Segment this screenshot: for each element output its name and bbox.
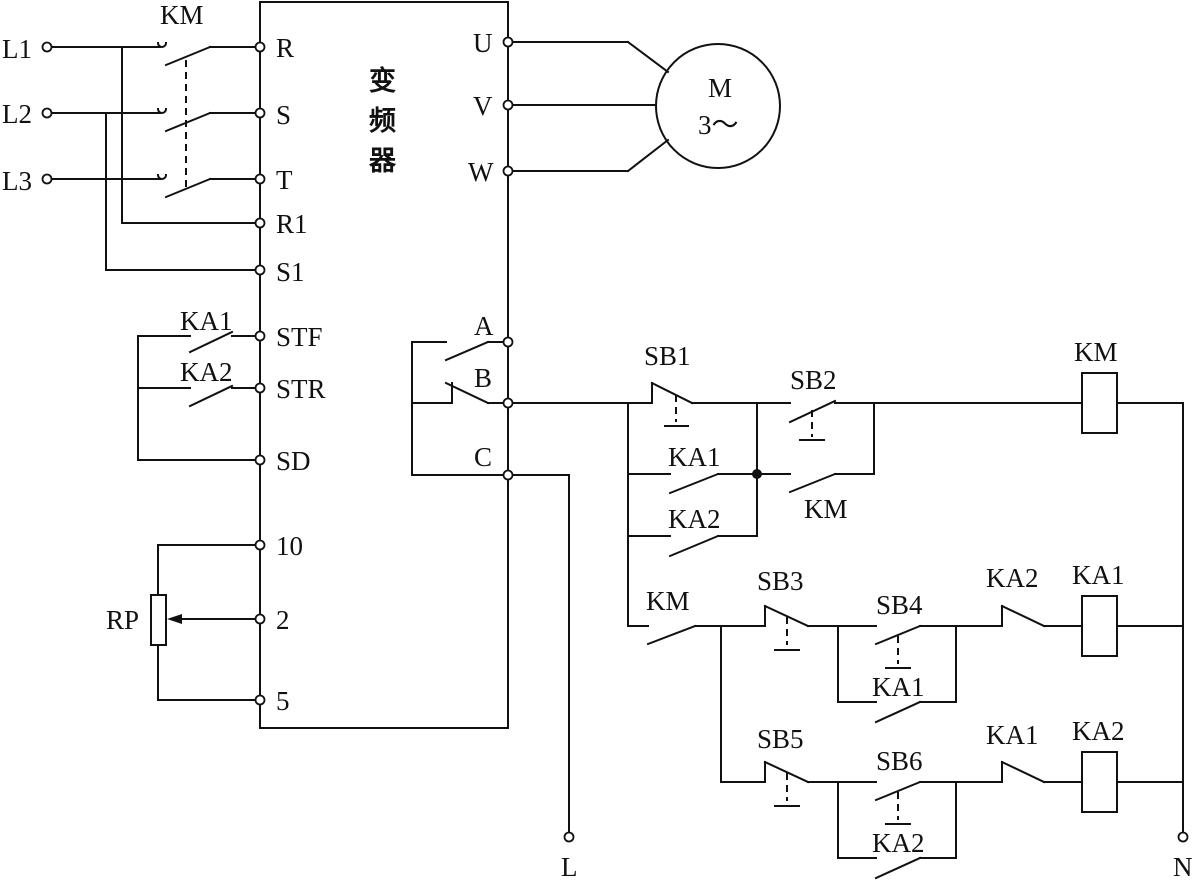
terminal-5	[254, 694, 266, 706]
ka1-hold-label: KA1	[872, 672, 925, 702]
ka2-coil-label: KA2	[1072, 716, 1125, 746]
sb1-label: SB1	[644, 341, 691, 371]
terminal-s1-label: S1	[276, 257, 305, 287]
motor-symbol	[655, 43, 781, 169]
km-coil	[1081, 372, 1118, 434]
terminal-b-label: B	[474, 363, 492, 393]
terminal-c-label: C	[474, 442, 492, 472]
ka1-contact-label: KA1	[180, 306, 233, 336]
terminal-c	[502, 469, 514, 481]
terminal-t	[254, 173, 266, 185]
inverter-title-char-1: 变	[369, 65, 396, 97]
ka2-coil	[1081, 751, 1118, 813]
power-supply-section: L1 L2 L3 KM	[2, 0, 256, 271]
terminal-r	[254, 41, 266, 53]
ka2-hold-label: KA2	[872, 828, 925, 858]
inverter-title-char-2: 频	[369, 106, 396, 137]
sb4-label: SB4	[876, 590, 923, 620]
terminal-r1	[254, 217, 266, 229]
terminal-stf	[254, 330, 266, 342]
terminal-v	[502, 99, 514, 111]
sb6-label: SB6	[876, 746, 923, 776]
terminal-str	[254, 382, 266, 394]
motor-label: M	[708, 73, 732, 103]
km-series-label: KM	[646, 586, 690, 616]
terminal-t-label: T	[276, 165, 293, 195]
terminal-10	[254, 539, 266, 551]
km-coil-label: KM	[1074, 337, 1118, 367]
terminal-u-label: U	[473, 28, 493, 58]
terminal-s1	[254, 264, 266, 276]
phase-l1-label: L1	[2, 34, 32, 64]
terminal-r1-label: R1	[276, 209, 308, 239]
terminal-5-label: 5	[276, 686, 290, 716]
terminal-s	[254, 107, 266, 119]
ka2-contact-label: KA2	[180, 357, 233, 387]
phase-l3-label: L3	[2, 166, 32, 196]
line-l-terminal	[563, 831, 575, 843]
terminal-v-label: V	[473, 91, 493, 121]
terminal-a	[502, 336, 514, 348]
sb2-label: SB2	[790, 365, 837, 395]
terminal-str-label: STR	[276, 374, 326, 404]
fault-relay-output: A B C L	[411, 311, 578, 882]
ka1-interlock-label: KA1	[668, 442, 721, 472]
terminal-10-label: 10	[276, 531, 303, 561]
terminal-2	[254, 613, 266, 625]
terminal-s-label: S	[276, 100, 291, 130]
terminal-b	[502, 397, 514, 409]
sb3-label: SB3	[757, 566, 804, 596]
phase-l1-terminal	[41, 41, 53, 53]
motor-spec: 3～	[698, 110, 739, 140]
main-contactor-label: KM	[160, 0, 204, 30]
neutral-n-label: N	[1173, 852, 1193, 882]
inverter-title-char-3: 器	[368, 146, 397, 177]
ka1-coil	[1081, 595, 1118, 657]
control-circuit: SB1 SB2 KM KA1 KA2 KM KM	[512, 337, 1193, 882]
ka2-interlock-label: KA2	[668, 504, 721, 534]
km-hold-label: KM	[804, 494, 848, 524]
sb5-label: SB5	[757, 724, 804, 754]
terminal-a-label: A	[474, 311, 494, 341]
potentiometer-rp: RP	[106, 544, 256, 701]
phase-l2-label: L2	[2, 99, 32, 129]
terminal-w-label: W	[468, 157, 494, 187]
terminal-w	[502, 165, 514, 177]
line-l-label: L	[561, 852, 578, 882]
direction-control-contacts: KA1 KA2	[137, 306, 256, 461]
motor-output-section: U V W M 3～	[468, 28, 781, 187]
terminal-stf-label: STF	[276, 322, 323, 352]
phase-l3-terminal	[41, 173, 53, 185]
phase-l2-terminal	[41, 107, 53, 119]
terminal-sd-label: SD	[276, 446, 311, 476]
inverter-block: 变 频 器	[259, 1, 509, 729]
terminal-sd	[254, 454, 266, 466]
ka1-nc-label: KA1	[986, 720, 1039, 750]
neutral-n-terminal	[1177, 831, 1189, 843]
inverter-left-terminals: R S T R1 S1 STF STR SD 10 2 5	[254, 33, 326, 716]
terminal-u	[502, 36, 514, 48]
ka2-nc-label: KA2	[986, 563, 1039, 593]
terminal-r-label: R	[276, 33, 294, 63]
terminal-2-label: 2	[276, 605, 290, 635]
potentiometer-label: RP	[106, 605, 139, 635]
ka1-coil-label: KA1	[1072, 560, 1125, 590]
